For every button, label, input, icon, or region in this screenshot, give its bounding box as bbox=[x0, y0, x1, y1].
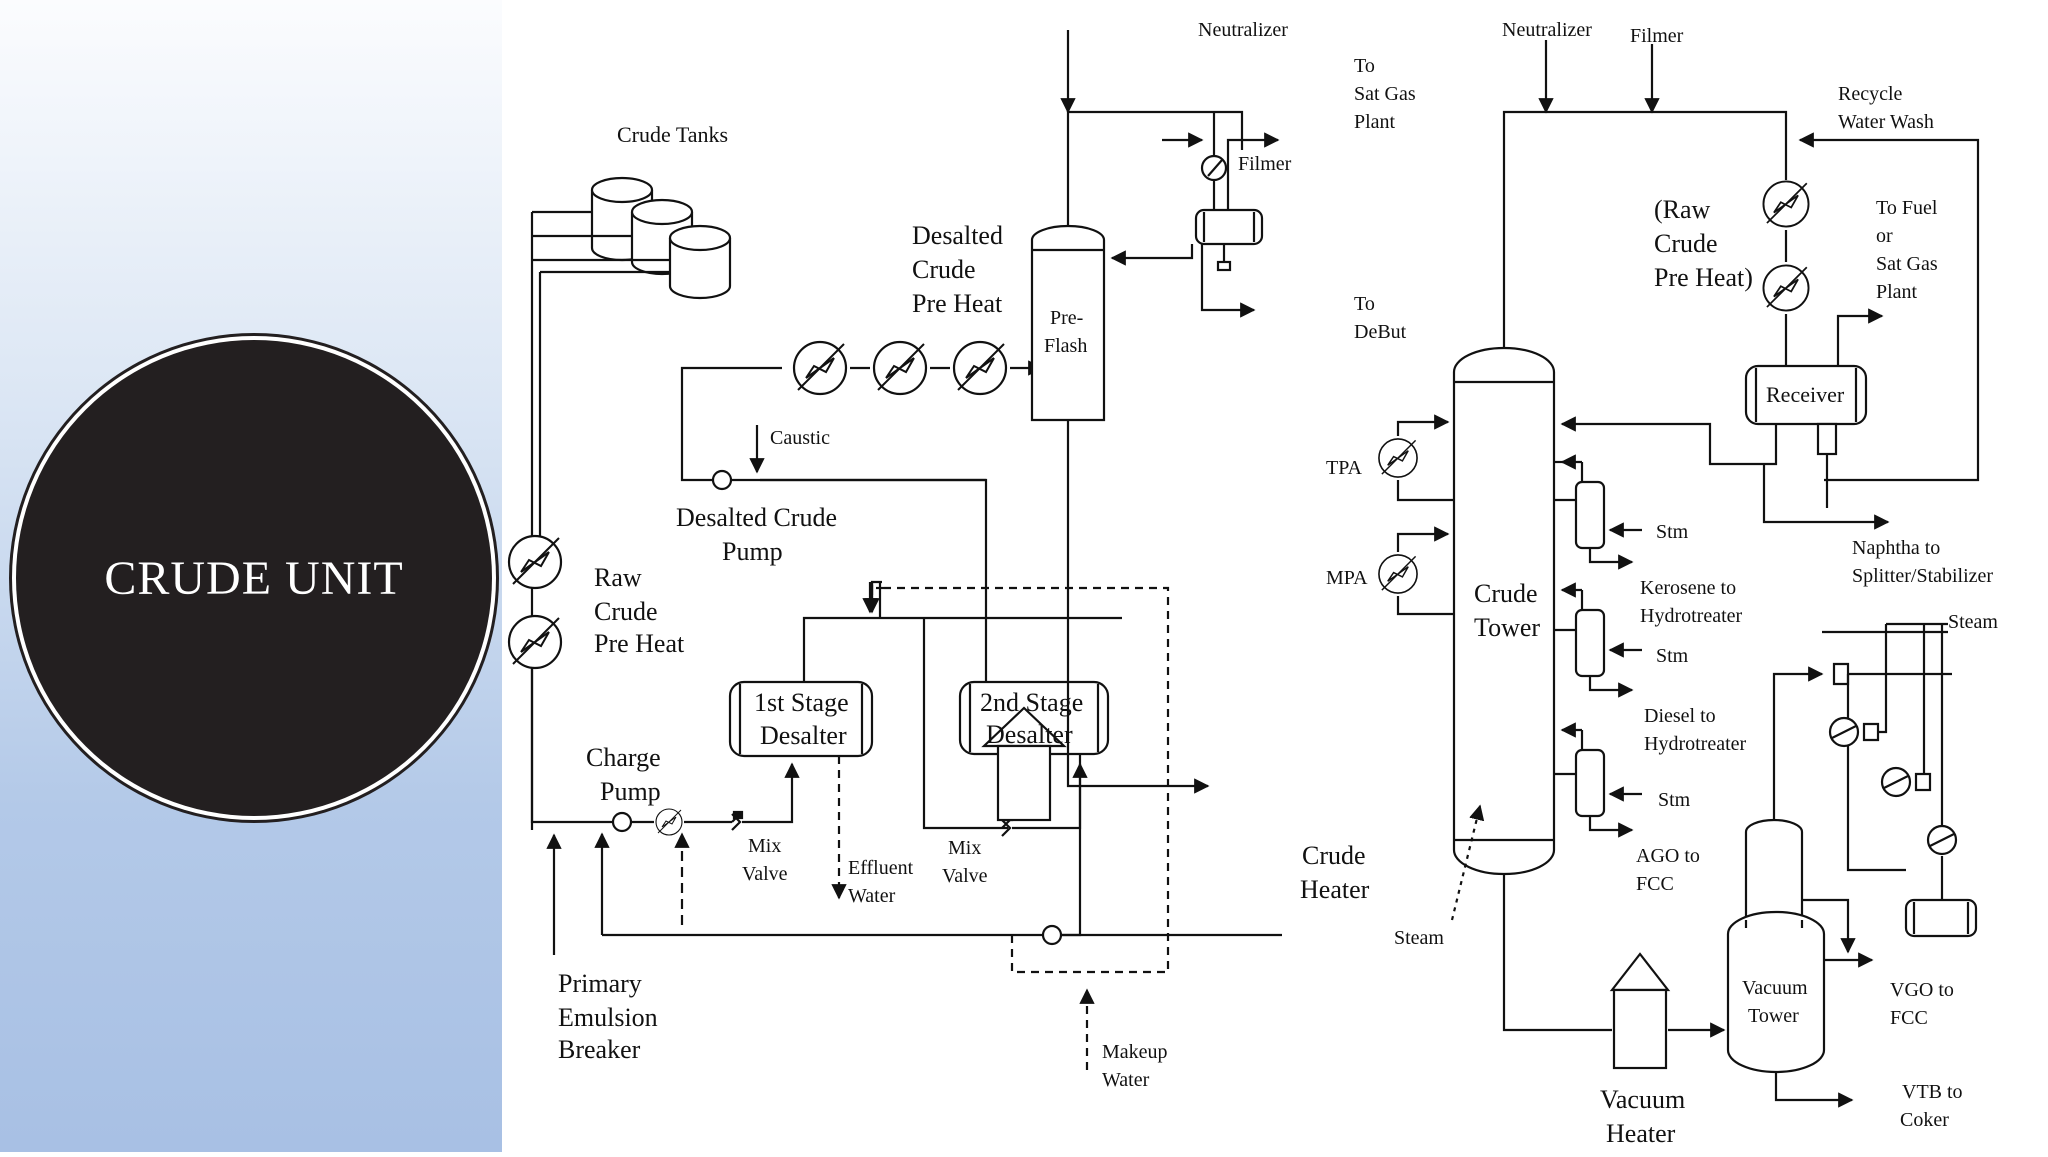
side-stripper-1 bbox=[1554, 454, 1642, 570]
label-mix-valve-2b: Valve bbox=[942, 865, 988, 887]
label-to-fuel-4: Plant bbox=[1876, 281, 1918, 303]
label-desalted-preheat-2: Crude bbox=[912, 255, 976, 284]
label-makeup-1: Makeup bbox=[1102, 1041, 1168, 1063]
label-desalter1-1: 1st Stage bbox=[754, 688, 849, 717]
label-emulsion-1: Primary bbox=[558, 969, 642, 998]
label-neutralizer-1: Neutralizer bbox=[1198, 19, 1288, 41]
label-raw-crude-2: Crude bbox=[594, 597, 658, 626]
label-crude-tanks: Crude Tanks bbox=[617, 122, 728, 147]
label-desalted-pump-2: Pump bbox=[722, 537, 783, 566]
label-vacuum-tower-1: Vacuum bbox=[1742, 977, 1808, 999]
label-crude-heater-2: Heater bbox=[1300, 875, 1370, 904]
label-vacuum-heater-2: Heater bbox=[1606, 1119, 1676, 1148]
label-raw-preheat2-1: (Raw bbox=[1654, 195, 1711, 224]
label-raw-preheat2-2: Crude bbox=[1654, 229, 1718, 258]
label-vgo-2: FCC bbox=[1890, 1007, 1928, 1029]
label-raw-preheat2-3: Pre Heat) bbox=[1654, 263, 1753, 292]
label-stm-1: Stm bbox=[1656, 521, 1689, 543]
label-filmer-2: Filmer bbox=[1630, 25, 1684, 47]
label-desalted-preheat-3: Pre Heat bbox=[912, 289, 1003, 318]
label-kerosene-1: Kerosene to bbox=[1640, 577, 1736, 599]
label-desalted-preheat-1: Desalted bbox=[912, 221, 1003, 250]
process-flow-diagram: Crude Tanks Raw Crude Pre Heat Charge Pu… bbox=[502, 0, 2048, 1152]
label-ago-2: FCC bbox=[1636, 873, 1674, 895]
label-to-fuel-3: Sat Gas bbox=[1876, 253, 1938, 275]
label-preflash-1: Pre- bbox=[1050, 307, 1083, 329]
diagram-labels: Crude Tanks Raw Crude Pre Heat Charge Pu… bbox=[558, 19, 1998, 1148]
label-raw-crude-3: Pre Heat bbox=[594, 629, 685, 658]
label-stm-3: Stm bbox=[1658, 789, 1691, 811]
label-effluent-2: Water bbox=[848, 885, 896, 907]
label-diesel-1: Diesel to bbox=[1644, 705, 1716, 727]
slide-title: CRUDE UNIT bbox=[104, 551, 404, 605]
label-vacuum-tower-2: Tower bbox=[1748, 1005, 1799, 1027]
title-disc bbox=[16, 340, 492, 816]
label-vgo-1: VGO to bbox=[1890, 979, 1954, 1001]
label-kerosene-2: Hydrotreater bbox=[1640, 605, 1743, 627]
label-desalter2-1: 2nd Stage bbox=[980, 688, 1083, 717]
label-desalter1-2: Desalter bbox=[760, 721, 847, 750]
label-caustic: Caustic bbox=[770, 427, 830, 449]
label-vtb-1: VTB to bbox=[1902, 1081, 1963, 1103]
label-mix-valve-1a: Mix bbox=[748, 835, 781, 857]
label-stm-2: Stm bbox=[1656, 645, 1689, 667]
crude-tanks bbox=[590, 176, 732, 300]
label-ago-1: AGO to bbox=[1636, 845, 1700, 867]
label-receiver: Receiver bbox=[1766, 382, 1845, 407]
label-crude-heater-1: Crude bbox=[1302, 841, 1366, 870]
label-desalted-pump-1: Desalted Crude bbox=[676, 503, 837, 532]
label-emulsion-3: Breaker bbox=[558, 1035, 641, 1064]
label-mix-valve-2a: Mix bbox=[948, 837, 981, 859]
label-vtb-2: Coker bbox=[1900, 1109, 1949, 1131]
side-stripper-2 bbox=[1554, 582, 1642, 698]
label-tpa: TPA bbox=[1326, 457, 1363, 479]
label-steam-bottom: Steam bbox=[1394, 927, 1444, 949]
label-steam-right: Steam bbox=[1948, 611, 1998, 633]
label-to-fuel-2: or bbox=[1876, 225, 1893, 247]
label-mix-valve-1b: Valve bbox=[742, 863, 788, 885]
label-naphtha-1: Naphtha to bbox=[1852, 537, 1940, 559]
label-to-fuel-1: To Fuel bbox=[1876, 197, 1938, 219]
side-stripper-3 bbox=[1554, 722, 1642, 838]
label-raw-crude-1: Raw bbox=[594, 563, 642, 592]
label-naphtha-2: Splitter/Stabilizer bbox=[1852, 565, 1993, 587]
label-sat-gas-2: Sat Gas bbox=[1354, 83, 1416, 105]
label-emulsion-2: Emulsion bbox=[558, 1003, 658, 1032]
label-charge-pump-1: Charge bbox=[586, 743, 661, 772]
label-diesel-2: Hydrotreater bbox=[1644, 733, 1747, 755]
label-mpa: MPA bbox=[1326, 567, 1368, 589]
exchanger-icon bbox=[507, 534, 563, 590]
label-recycle-2: Water Wash bbox=[1838, 111, 1934, 133]
label-sat-gas-1: To bbox=[1354, 55, 1375, 77]
label-sat-gas-3: Plant bbox=[1354, 111, 1396, 133]
label-crude-tower-1: Crude bbox=[1474, 579, 1538, 608]
label-neutralizer-2: Neutralizer bbox=[1502, 19, 1592, 41]
label-debut-2: DeBut bbox=[1354, 321, 1407, 343]
label-desalter2-2: Desalter bbox=[986, 720, 1073, 749]
label-filmer-1: Filmer bbox=[1238, 153, 1292, 175]
label-effluent-1: Effluent bbox=[848, 857, 914, 879]
label-makeup-2: Water bbox=[1102, 1069, 1150, 1091]
exchanger-icon bbox=[507, 614, 563, 670]
label-charge-pump-2: Pump bbox=[600, 777, 661, 806]
label-crude-tower-2: Tower bbox=[1474, 613, 1540, 642]
label-preflash-2: Flash bbox=[1044, 335, 1087, 357]
label-recycle-1: Recycle bbox=[1838, 83, 1903, 105]
label-debut-1: To bbox=[1354, 293, 1375, 315]
label-vacuum-heater-1: Vacuum bbox=[1600, 1085, 1685, 1114]
